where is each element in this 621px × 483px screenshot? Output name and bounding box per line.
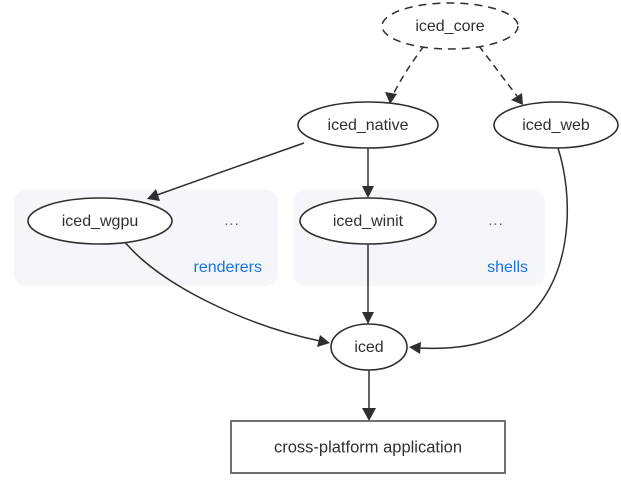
node-iced-web-label: iced_web bbox=[522, 117, 590, 134]
edge-wgpu-to-iced-line bbox=[123, 240, 321, 342]
edge-web-to-iced-arrowhead bbox=[409, 342, 421, 354]
node-cross-platform-application-shape[interactable] bbox=[230, 420, 506, 474]
node-iced-wgpu-label: iced_wgpu bbox=[62, 213, 139, 230]
edge-core-to-web-arrowhead bbox=[511, 93, 523, 105]
node-iced-label: iced bbox=[354, 339, 383, 356]
node-iced-core[interactable]: iced_core bbox=[381, 2, 519, 50]
node-iced-native[interactable]: iced_native bbox=[297, 101, 439, 149]
node-iced-native-label: iced_native bbox=[328, 117, 409, 134]
edge-wgpu-to-iced-arrowhead bbox=[317, 335, 330, 347]
edge-web-to-iced-line bbox=[418, 147, 569, 350]
edge-core-to-native bbox=[385, 45, 425, 104]
cluster-shells-label: shells bbox=[487, 259, 528, 276]
node-iced-winit[interactable]: iced_winit bbox=[299, 197, 437, 245]
edge-native-to-winit bbox=[362, 148, 374, 198]
node-iced[interactable]: iced bbox=[330, 323, 408, 371]
node-iced-native-shape[interactable] bbox=[297, 101, 439, 149]
edge-native-to-wgpu-arrowhead bbox=[147, 189, 160, 201]
edge-iced-to-application bbox=[362, 370, 376, 421]
node-iced-core-label: iced_core bbox=[415, 18, 484, 35]
edge-native-to-winit-arrowhead bbox=[362, 186, 374, 198]
cluster-renderers-ellipsis: ... bbox=[224, 212, 240, 229]
cluster-renderers-label: renderers bbox=[194, 259, 262, 276]
edge-core-to-native-arrowhead bbox=[385, 92, 397, 104]
edge-winit-to-iced-arrowhead bbox=[362, 312, 374, 324]
node-iced-core-shape[interactable] bbox=[381, 2, 519, 50]
edge-iced-to-application-arrowhead bbox=[362, 408, 376, 421]
edge-native-to-wgpu bbox=[147, 142, 305, 201]
node-iced-winit-label: iced_winit bbox=[333, 213, 404, 230]
node-iced-web[interactable]: iced_web bbox=[493, 101, 619, 149]
edge-core-to-web-line bbox=[478, 45, 518, 97]
node-cross-platform-application-label: cross-platform application bbox=[274, 438, 462, 456]
edge-core-to-native-line bbox=[392, 45, 425, 96]
cluster-shells-ellipsis: ... bbox=[488, 212, 504, 229]
edge-winit-to-iced bbox=[362, 244, 374, 324]
node-cross-platform-application[interactable]: cross-platform application bbox=[230, 420, 506, 474]
node-iced-shape[interactable] bbox=[330, 323, 408, 371]
edge-core-to-web bbox=[478, 45, 523, 105]
node-iced-wgpu[interactable]: iced_wgpu bbox=[27, 197, 173, 245]
node-iced-winit-shape[interactable] bbox=[299, 197, 437, 245]
edge-web-to-iced bbox=[409, 147, 569, 354]
node-iced-web-shape[interactable] bbox=[493, 101, 619, 149]
edge-wgpu-to-iced bbox=[123, 240, 330, 347]
edge-native-to-wgpu-line bbox=[156, 142, 305, 196]
node-iced-wgpu-shape[interactable] bbox=[27, 197, 173, 245]
